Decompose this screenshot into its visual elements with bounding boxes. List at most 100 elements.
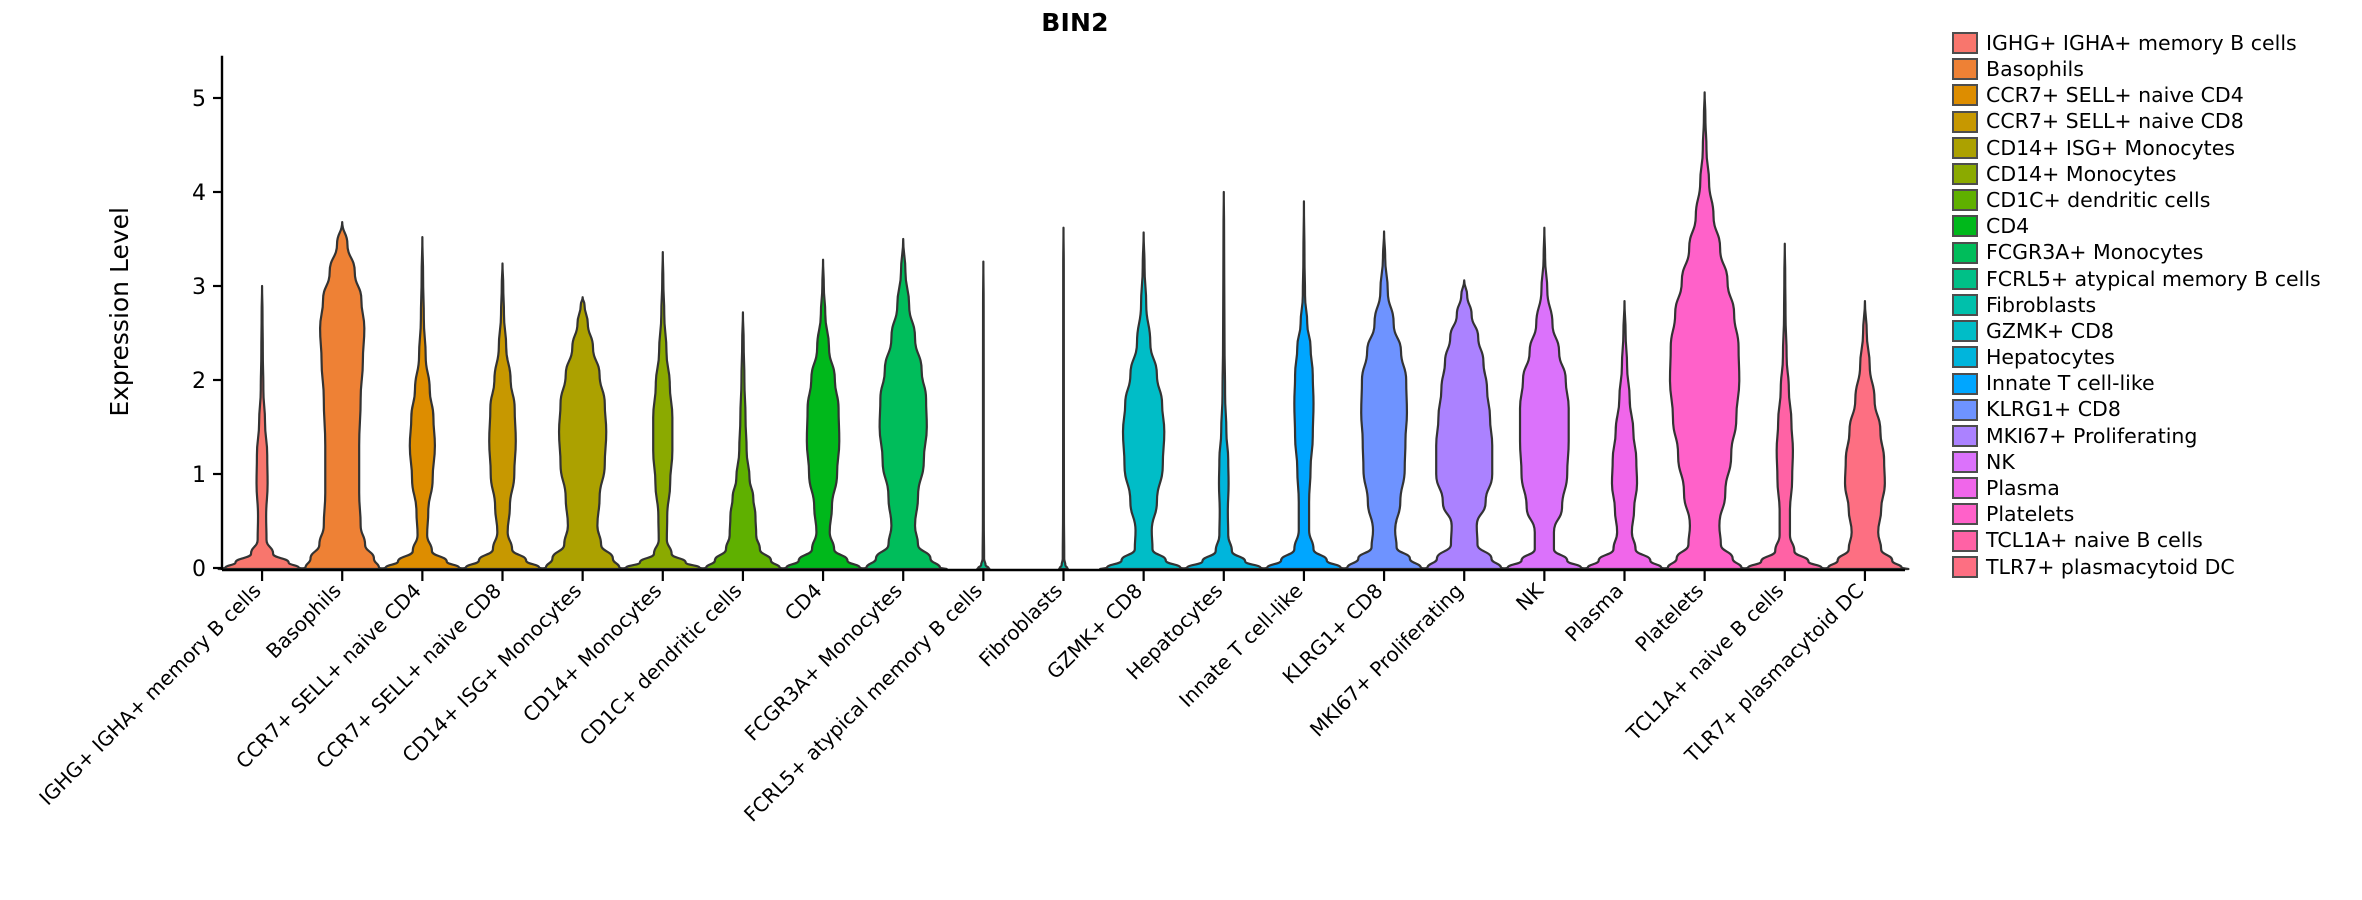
violin-17: [1499, 226, 1589, 571]
x-tick-label: NK: [1511, 578, 1548, 615]
y-axis-ticks: 0 1 2 3 4 5: [192, 87, 222, 582]
legend-item[interactable]: Hepatocytes: [1952, 344, 2352, 370]
legend-item[interactable]: TLR7+ plasmacytoid DC: [1952, 554, 2352, 580]
legend-item-label: Platelets: [1986, 502, 2075, 527]
legend-item-label: Plasma: [1986, 476, 2060, 501]
legend-item-label: FCGR3A+ Monocytes: [1986, 240, 2204, 265]
violin-18: [1579, 299, 1670, 571]
legend-color-swatch: [1952, 503, 1978, 526]
legend-color-swatch: [1952, 372, 1978, 395]
legend-color-swatch: [1952, 477, 1978, 500]
y-tick-label: 3: [192, 275, 206, 300]
legend-item-label: CD4: [1986, 214, 2030, 239]
legend-color-swatch: [1952, 320, 1978, 343]
violin-19: [1660, 91, 1750, 571]
legend-item[interactable]: KLRG1+ CD8: [1952, 397, 2352, 423]
legend-item[interactable]: Platelets: [1952, 501, 2352, 527]
x-tick-label: MKI67+ Proliferating: [1305, 579, 1468, 742]
legend-item-label: Basophils: [1986, 57, 2084, 82]
legend-color-swatch: [1952, 84, 1978, 107]
legend-color-swatch: [1952, 110, 1978, 133]
legend-item-label: KLRG1+ CD8: [1986, 397, 2121, 422]
violin-6: [618, 251, 708, 571]
legend-item[interactable]: NK: [1952, 449, 2352, 475]
x-tick-label: CD14+ Monocytes: [518, 579, 666, 727]
legend-item[interactable]: CD1C+ dendritic cells: [1952, 187, 2352, 213]
legend-item[interactable]: CD14+ Monocytes: [1952, 161, 2352, 187]
x-tick-label: TCL1A+ naive B cells: [1621, 579, 1788, 746]
legend-item[interactable]: IGHG+ IGHA+ memory B cells: [1952, 30, 2352, 56]
violin-14: [1259, 200, 1349, 571]
x-tick-label: CD1C+ dendritic cells: [575, 579, 747, 751]
legend-item-label: FCRL5+ atypical memory B cells: [1986, 266, 2321, 291]
x-tick-label: Platelets: [1630, 579, 1708, 657]
violin-5: [538, 296, 628, 571]
violin-3: [377, 236, 467, 571]
legend-color-swatch: [1952, 189, 1978, 212]
page-title: BIN2: [1041, 8, 1109, 37]
legend-item-label: NK: [1986, 449, 2015, 474]
x-axis-tick-labels: IGHG+ IGHA+ memory B cellsBasophilsCCR7+…: [34, 578, 1868, 826]
y-axis-title-text: Expression Level: [105, 207, 134, 417]
violin-20: [1740, 242, 1830, 571]
legend-item[interactable]: Fibroblasts: [1952, 292, 2352, 318]
legend-item[interactable]: CD4: [1952, 213, 2352, 239]
legend-item-label: Hepatocytes: [1986, 345, 2115, 370]
legend-item[interactable]: FCRL5+ atypical memory B cells: [1952, 266, 2352, 292]
legend-item-label: MKI67+ Proliferating: [1986, 423, 2198, 448]
x-tick-label: CD4: [780, 579, 827, 626]
legend-color-swatch: [1952, 215, 1978, 238]
legend-item[interactable]: FCGR3A+ Monocytes: [1952, 240, 2352, 266]
legend-item[interactable]: TCL1A+ naive B cells: [1952, 528, 2352, 554]
legend-color-swatch: [1952, 555, 1978, 578]
legend-item[interactable]: CD14+ ISG+ Monocytes: [1952, 135, 2352, 161]
violin-2: [297, 220, 387, 571]
legend-item-label: Innate T cell-like: [1986, 371, 2155, 396]
legend-item[interactable]: Innate T cell-like: [1952, 370, 2352, 396]
violin-12: [1099, 231, 1189, 571]
violin-9: [858, 237, 948, 571]
violin-8: [778, 258, 868, 571]
legend-item[interactable]: MKI67+ Proliferating: [1952, 423, 2352, 449]
legend-item-label: CCR7+ SELL+ naive CD4: [1986, 83, 2244, 108]
x-tick-label: Plasma: [1560, 579, 1628, 647]
legend-color-swatch: [1952, 451, 1978, 474]
x-tick-label: FCGR3A+ Monocytes: [740, 579, 907, 746]
legend-color-swatch: [1952, 293, 1978, 316]
legend-item[interactable]: Plasma: [1952, 475, 2352, 501]
legend-item-label: CCR7+ SELL+ naive CD8: [1986, 109, 2244, 134]
legend-color-swatch: [1952, 529, 1978, 552]
legend-item-label: CD1C+ dendritic cells: [1986, 187, 2211, 212]
y-tick-label: 1: [192, 463, 206, 488]
x-axis-ticks: [260, 570, 1867, 581]
violin-13: [1179, 190, 1269, 571]
y-tick-label: 2: [192, 369, 206, 394]
legend-color-swatch: [1952, 136, 1978, 159]
legend-color-swatch: [1952, 58, 1978, 81]
violin-4: [457, 262, 548, 571]
y-tick-label: 4: [192, 181, 206, 206]
violin-15: [1339, 230, 1429, 571]
legend-item[interactable]: CCR7+ SELL+ naive CD4: [1952, 82, 2352, 108]
legend-item[interactable]: Basophils: [1952, 56, 2352, 82]
legend-item-label: CD14+ ISG+ Monocytes: [1986, 135, 2236, 160]
legend-item[interactable]: GZMK+ CD8: [1952, 318, 2352, 344]
violins-layer: [217, 91, 1910, 571]
legend-item-label: GZMK+ CD8: [1986, 318, 2114, 343]
legend-color-swatch: [1952, 267, 1978, 290]
y-tick-label: 5: [192, 87, 206, 112]
legend-item[interactable]: CCR7+ SELL+ naive CD8: [1952, 109, 2352, 135]
legend-color-swatch: [1952, 32, 1978, 55]
y-tick-label: 0: [192, 557, 206, 582]
violin-21: [1820, 299, 1910, 571]
violin-10: [976, 260, 991, 571]
violin-16: [1419, 279, 1509, 571]
legend-color-swatch: [1952, 398, 1978, 421]
violin-7: [698, 311, 788, 571]
legend-color-swatch: [1952, 346, 1978, 369]
violin-1: [217, 284, 307, 571]
legend-color-swatch: [1952, 241, 1978, 264]
